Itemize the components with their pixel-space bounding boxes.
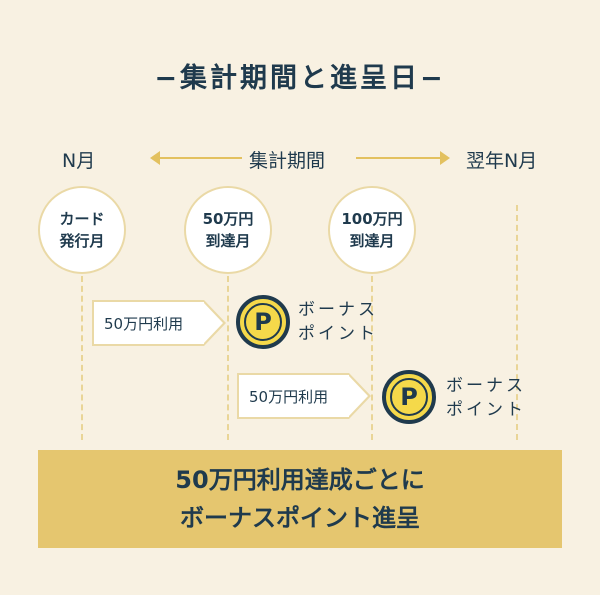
bonus-line: ポイント [298, 324, 378, 344]
coin-letter: P [390, 378, 428, 416]
point-coin-icon: P [236, 295, 290, 349]
milestone-line: 到達月 [349, 232, 395, 250]
bonus-line: ポイント [446, 400, 526, 420]
usage-tag: 50万円利用 [92, 300, 226, 346]
bonus-line: ボーナス [446, 376, 526, 396]
point-coin-icon: P [382, 370, 436, 424]
usage-tag: 50万円利用 [237, 373, 371, 419]
bonus-point-label: ボーナスポイント [446, 374, 526, 422]
arrow-right-line [356, 157, 442, 159]
usage-label: 50万円利用 [104, 314, 184, 333]
arrow-left-line [156, 157, 242, 159]
dotted-line [371, 276, 373, 440]
milestone-line: カード [59, 210, 105, 228]
arrow-left-icon [150, 151, 160, 165]
banner-line: 50万円利用達成ごとに [175, 466, 425, 494]
milestone-line: 発行月 [59, 232, 105, 250]
period-label: 集計期間 [249, 150, 326, 172]
milestone-card-issue: カード発行月 [38, 186, 126, 274]
bonus-line: ボーナス [298, 300, 378, 320]
dotted-line [227, 276, 229, 440]
diagram-title: −集計期間と進呈日− [154, 63, 446, 94]
arrow-right-icon [440, 151, 450, 165]
summary-banner: 50万円利用達成ごとに ボーナスポイント進呈 [38, 450, 562, 548]
dotted-line [81, 276, 83, 440]
milestone-1m: 100万円到達月 [328, 186, 416, 274]
start-label: N月 [62, 150, 96, 172]
coin-letter: P [244, 303, 282, 341]
banner-line: ボーナスポイント進呈 [180, 504, 420, 532]
milestone-line: 50万円 [202, 210, 254, 228]
usage-label: 50万円利用 [249, 387, 329, 406]
dotted-line [516, 205, 518, 440]
milestone-500k: 50万円到達月 [184, 186, 272, 274]
end-label: 翌年N月 [466, 150, 538, 172]
milestone-line: 到達月 [205, 232, 251, 250]
milestone-line: 100万円 [341, 210, 403, 228]
bonus-point-label: ボーナスポイント [298, 298, 378, 346]
